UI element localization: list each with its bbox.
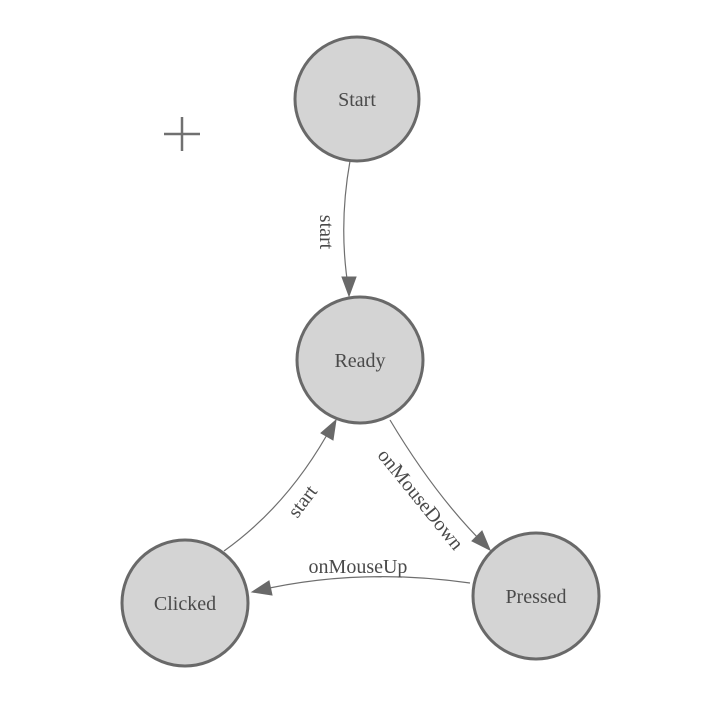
node-pressed[interactable]: Pressed <box>471 531 601 661</box>
edge-label-start-clicked-ready: start <box>284 481 323 522</box>
edge-pressed-to-clicked[interactable]: onMouseUp <box>250 556 471 596</box>
arrowhead-icon <box>250 580 273 596</box>
crosshair-icon <box>164 117 200 151</box>
node-ready-label: Ready <box>334 350 385 372</box>
edge-path[interactable] <box>389 419 488 548</box>
node-start[interactable]: Start <box>293 35 421 163</box>
arrowhead-icon <box>471 530 491 552</box>
edge-label-onmouseup: onMouseUp <box>309 556 408 578</box>
edge-path[interactable] <box>343 160 351 293</box>
edge-start-to-ready[interactable]: start <box>315 160 357 298</box>
node-pressed-circle[interactable] <box>471 531 601 661</box>
arrowhead-icon <box>341 276 357 298</box>
node-clicked-circle[interactable] <box>120 538 250 668</box>
edge-ready-to-pressed[interactable]: onMouseDown <box>373 419 491 555</box>
node-start-circle[interactable] <box>293 35 421 163</box>
edge-clicked-to-ready[interactable]: start <box>223 418 337 552</box>
edge-path[interactable] <box>223 423 334 552</box>
node-clicked[interactable]: Clicked <box>120 538 250 668</box>
edge-path[interactable] <box>255 576 471 592</box>
node-start-label: Start <box>338 89 376 111</box>
node-clicked-label: Clicked <box>154 593 216 615</box>
edge-label-start-ready: start <box>315 215 337 250</box>
arrowhead-icon <box>320 418 337 441</box>
node-ready[interactable]: Ready <box>295 295 425 425</box>
node-ready-circle[interactable] <box>295 295 425 425</box>
edge-label-onmousedown: onMouseDown <box>373 445 468 555</box>
node-pressed-label: Pressed <box>505 586 566 608</box>
